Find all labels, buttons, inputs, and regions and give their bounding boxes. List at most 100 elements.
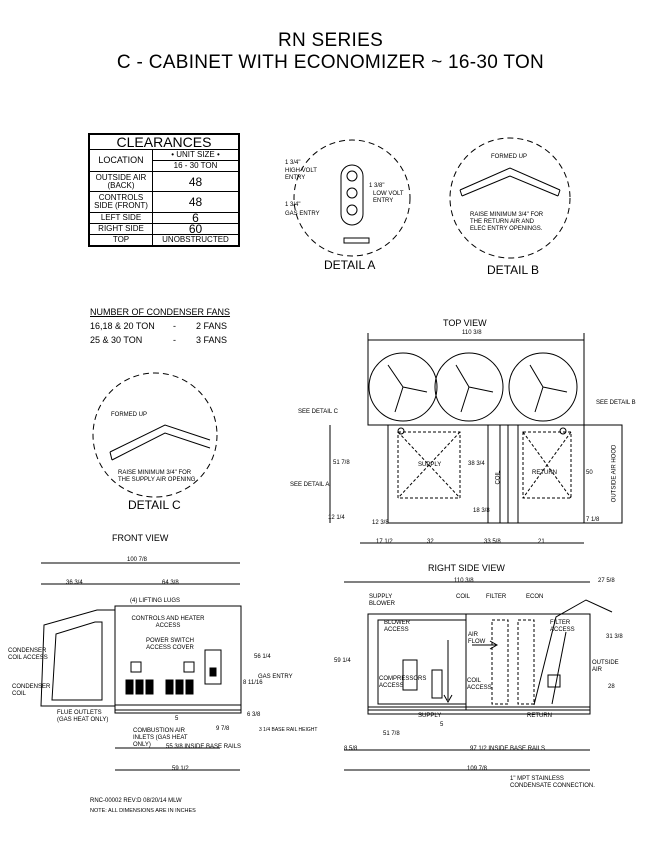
fans-dash: - [173, 335, 176, 345]
right-blower-access: BLOWER ACCESS [384, 620, 411, 633]
front-base-rail-height: 3 1/4 BASE RAIL HEIGHT [259, 727, 318, 733]
right-inside-base-rails: 97 1/2 INSIDE BASE RAILS [470, 746, 546, 752]
fans-size: 25 & 30 TON [90, 335, 143, 345]
front-dim-36: 36 3/4 [66, 580, 83, 586]
right-return: RETURN [527, 713, 552, 719]
right-dim-59: 59 1/4 [334, 658, 351, 664]
front-view-title: FRONT VIEW [112, 533, 169, 543]
top-dim-51: 51 7/8 [333, 460, 350, 466]
col-range: 16 - 30 TON [152, 159, 240, 172]
top-coil: COIL [495, 470, 502, 485]
front-flue-outlets: FLUE OUTLETS (GAS HEAT ONLY) [57, 710, 109, 723]
row-location: OUTSIDE AIR (BACK) [88, 170, 153, 193]
top-see-detail-a: SEE DETAIL A [290, 482, 330, 488]
detail-c-formed-up: FORMED UP [111, 412, 147, 418]
top-view-drawing [329, 333, 623, 544]
detail-a-low-volt: LOW VOLT ENTRY [373, 191, 404, 204]
front-gas-entry: GAS ENTRY [258, 674, 293, 680]
detail-b-note: RAISE MINIMUM 3/4" FOR THE RETURN AIR AN… [470, 212, 544, 232]
front-dim-64: 64 3/8 [162, 580, 179, 586]
right-dim-109: 109 7/8 [467, 766, 488, 772]
top-dim-7: 7 1/8 [586, 517, 600, 523]
title-line-1: RN SERIES [277, 30, 384, 51]
top-dim-38: 38 3/4 [468, 461, 485, 467]
top-outside-air-hood: OUTSIDE AIR HOOD [611, 444, 618, 503]
footer-note: NOTE: ALL DIMENSIONS ARE IN INCHES [90, 808, 196, 814]
front-lifting-lugs: (4) LIFTING LUGS [130, 598, 181, 604]
row-value: 48 [152, 170, 240, 193]
fans-heading: NUMBER OF CONDENSER FANS [90, 307, 231, 317]
right-dim-27: 27 5/8 [598, 578, 615, 584]
front-width: 100 7/8 [127, 557, 148, 563]
fans-dash: - [173, 321, 176, 331]
detail-a-gas: GAS ENTRY [285, 211, 320, 217]
right-coil-access: COIL ACCESS [467, 678, 492, 691]
right-dim-31: 31 3/8 [606, 634, 623, 640]
right-filter-access: FILTER ACCESS [550, 620, 575, 633]
front-dim-56: 56 1/4 [254, 654, 271, 660]
right-width: 110 3/8 [454, 578, 474, 584]
detail-a-dim-1: 1 3/4" [285, 160, 301, 166]
detail-b-label: DETAIL B [487, 263, 540, 277]
fans-size: 16,18 & 20 TON [90, 321, 155, 331]
top-dim-12a: 12 1/4 [328, 515, 345, 521]
detail-a-dim-2: 1 3/8" [369, 183, 385, 189]
right-dim-28: 28 [608, 684, 615, 690]
front-power-switch: POWER SWITCH ACCESS COVER [146, 638, 194, 651]
row-value: UNOBSTRUCTED [152, 233, 240, 247]
right-coil: COIL [456, 594, 471, 600]
right-outside-air: OUTSIDE AIR [592, 660, 619, 673]
front-inside-base-rails: 55 3/8 INSIDE BASE RAILS [166, 744, 242, 750]
footer-ref: RNC-00002 REV:D 08/20/14 MLW [90, 798, 182, 804]
front-dim-59: 59 1/2 [172, 766, 189, 772]
right-view-title: RIGHT SIDE VIEW [428, 563, 505, 573]
fans-count: 3 FANS [196, 335, 228, 345]
right-compressors-access: COMPRESSORS ACCESS [379, 676, 427, 689]
top-view-title: TOP VIEW [443, 318, 487, 328]
top-dim-32: 32 [427, 539, 434, 545]
right-condensate-note: 1" MPT STAINLESS CONDENSATE CONNECTION. [510, 776, 595, 789]
row-value: 60 [152, 223, 240, 235]
detail-a-drawing [293, 139, 411, 257]
top-dim-50: 50 [586, 470, 593, 476]
right-air-flow: AIR FLOW [468, 632, 486, 645]
front-controls-access: CONTROLS AND HEATER ACCESS [131, 616, 205, 629]
top-see-detail-b: SEE DETAIL B [596, 400, 636, 406]
top-dim-17: 17 1/2 [376, 539, 393, 545]
detail-b-drawing [449, 137, 571, 259]
top-supply: SUPPLY [418, 462, 442, 468]
detail-c-drawing [92, 372, 218, 498]
front-condenser-access: CONDENSER COIL ACCESS [8, 648, 48, 661]
front-dim-5: 5 [175, 716, 179, 722]
front-dim-6: 6 3/8 [247, 712, 261, 718]
front-condenser-coil: CONDENSER COIL [12, 684, 51, 697]
right-dim-51: 51 7/8 [383, 731, 400, 737]
right-dim-5: 5 [440, 722, 444, 728]
top-dim-18: 18 3/8 [473, 508, 490, 514]
front-combustion-inlets: COMBUSTION AIR INLETS (GAS HEAT ONLY) [133, 728, 188, 748]
top-dim-12b: 12 3/8 [372, 520, 389, 526]
detail-a-high-volt: HIGH VOLT ENTRY [285, 168, 317, 181]
clearances-table: CLEARANCES LOCATION • UNIT SIZE • 16 - 3… [88, 133, 240, 247]
right-econ: ECON [526, 594, 544, 600]
top-dim-21: 21 [538, 539, 545, 545]
detail-c-note: RAISE MINIMUM 3/4" FOR THE SUPPLY AIR OP… [118, 470, 196, 483]
right-dim-8: 8 5/8 [344, 746, 358, 752]
title-line-2: C - CABINET WITH ECONOMIZER ~ 16-30 TON [116, 52, 545, 73]
detail-a-dim-3: 1 3/4" [285, 202, 301, 208]
front-dim-9: 9 7/8 [216, 726, 230, 732]
top-see-detail-c: SEE DETAIL C [298, 409, 339, 415]
right-supply: SUPPLY [418, 713, 442, 719]
front-view-drawing [40, 562, 242, 771]
detail-a-label: DETAIL A [324, 258, 376, 272]
top-return: RETURN [532, 470, 557, 476]
detail-c-label: DETAIL C [128, 498, 181, 512]
detail-b-formed-up: FORMED UP [491, 154, 527, 160]
front-dim-8: 8 11/16 [243, 680, 263, 686]
top-view-width: 110 3/8 [462, 330, 482, 336]
right-supply-blower: SUPPLY BLOWER [369, 594, 396, 607]
fans-count: 2 FANS [196, 321, 228, 331]
top-dim-33: 33 5/8 [484, 539, 501, 545]
right-filter: FILTER [486, 594, 507, 600]
